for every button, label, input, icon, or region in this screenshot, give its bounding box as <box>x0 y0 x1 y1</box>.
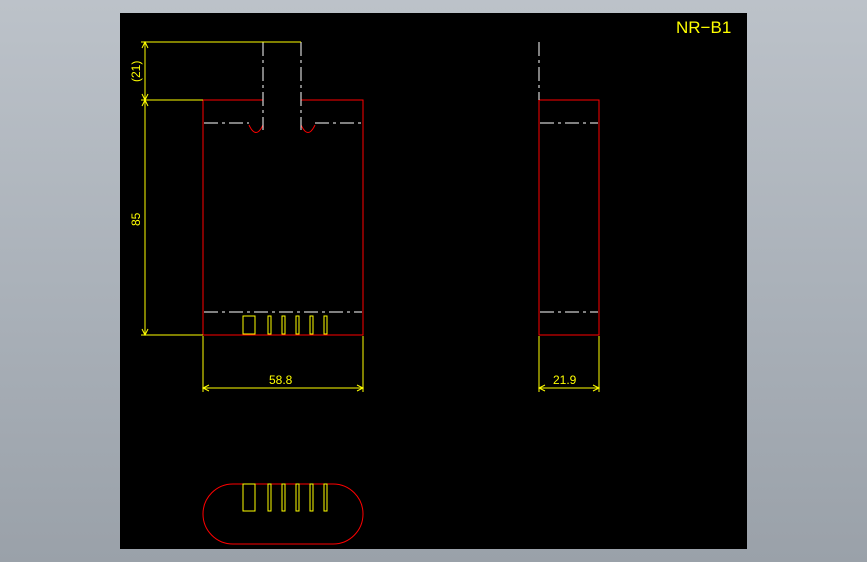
bottom-pin <box>267 483 272 512</box>
bottom-pin <box>281 483 286 512</box>
front-pin-wide <box>242 315 256 335</box>
front-pin <box>267 315 272 335</box>
front-view <box>202 42 364 336</box>
dim-width-front: 58.8 <box>201 336 365 392</box>
front-pin <box>309 315 314 335</box>
dim-width-front-label: 58.8 <box>269 373 293 387</box>
front-connector-pins <box>242 315 328 335</box>
front-slot-arc-left <box>248 124 264 133</box>
side-view <box>538 42 600 336</box>
bottom-view <box>202 483 364 545</box>
bottom-pin <box>295 483 300 512</box>
bottom-body-outline <box>202 483 364 545</box>
drawing-title: NR−B1 <box>676 18 731 37</box>
front-pin <box>295 315 300 335</box>
front-body-outline <box>202 99 364 336</box>
bottom-pin-wide <box>242 483 256 512</box>
dim-tab-height: (21) <box>129 40 301 102</box>
dim-height: 85 <box>129 98 203 337</box>
dim-width-side-label: 21.9 <box>553 373 577 387</box>
front-pin <box>323 315 328 335</box>
dim-width-side: 21.9 <box>537 336 601 392</box>
bottom-pin <box>309 483 314 512</box>
front-slot-arc-right <box>300 124 316 133</box>
dim-height-label: 85 <box>129 212 143 226</box>
bottom-pin <box>323 483 328 512</box>
dim-tab-height-label: (21) <box>129 61 143 82</box>
front-pin <box>281 315 286 335</box>
side-body-outline <box>538 99 600 336</box>
drawing-viewport[interactable]: NR−B1 (21) 85 <box>120 13 747 549</box>
